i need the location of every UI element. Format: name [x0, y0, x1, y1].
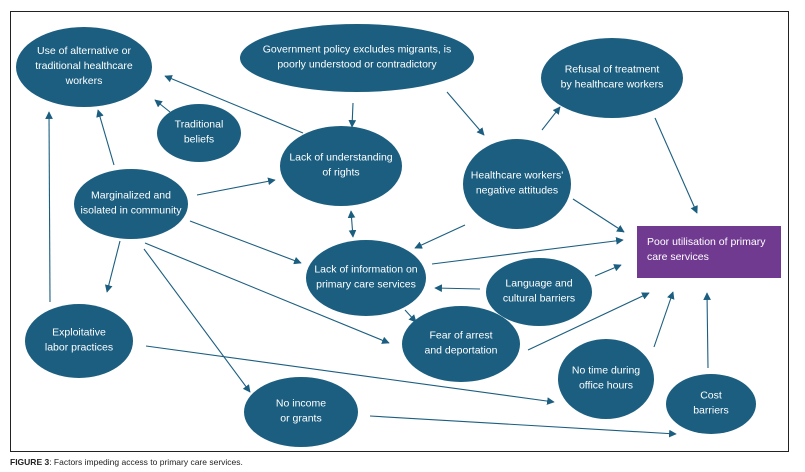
node-label-line: Refusal of treatment	[565, 64, 660, 76]
node-label-line: cultural barriers	[503, 293, 575, 305]
node-traditional-beliefs: Traditional beliefs	[157, 104, 241, 162]
node-label-line: and deportation	[425, 345, 498, 357]
node-ellipse	[240, 24, 474, 92]
outcome-box	[637, 226, 781, 278]
node-label-line: Lack of understanding	[289, 152, 392, 164]
node-label-line: Poor utilisation of primary	[647, 236, 766, 248]
node-ellipse	[280, 126, 402, 206]
node-label-line: by healthcare workers	[561, 79, 664, 91]
node-ellipse	[558, 339, 654, 419]
node-no-time-office-hours: No time during office hours	[558, 339, 654, 419]
edge-lack-of-understanding-rights-to-alternative-healthcare	[164, 75, 304, 134]
edge-exploitative-labor-to-alternative-healthcare	[45, 111, 53, 303]
edge-fear-of-arrest-to-poor-utilisation	[527, 292, 650, 351]
nodes-layer: Use of alternative or traditional healthc…	[16, 24, 781, 447]
node-exploitative-labor: Exploitative labor practices	[25, 304, 133, 378]
node-no-income-grants: No income or grants	[244, 377, 358, 447]
node-lack-of-information: Lack of information on primary care servi…	[306, 240, 426, 316]
node-marginalized-isolated: Marginalized and isolated in community	[74, 169, 188, 239]
edge-marginalized-isolated-to-lack-of-information	[189, 220, 302, 265]
edge-no-income-grants-to-cost-barriers	[369, 415, 677, 438]
node-ellipse	[74, 169, 188, 239]
node-government-policy: Government policy excludes migrants, is p…	[240, 24, 474, 92]
edge-lack-of-information-to-poor-utilisation	[431, 237, 624, 265]
node-label-line: Lack of information on	[314, 264, 417, 276]
edge-marginalized-isolated-to-alternative-healthcare	[96, 109, 115, 166]
edge-language-cultural-barriers-to-poor-utilisation	[594, 264, 622, 277]
node-lack-of-understanding-rights: Lack of understanding of rights	[280, 126, 402, 206]
edge-marginalized-isolated-to-exploitative-labor	[104, 240, 121, 293]
edge-government-policy-to-healthcare-workers-attitudes	[446, 91, 485, 136]
node-healthcare-workers-attitudes: Healthcare workers' negative attitudes	[463, 139, 571, 229]
node-label-line: beliefs	[184, 134, 214, 146]
node-ellipse	[486, 258, 592, 326]
node-label-line: Healthcare workers'	[471, 170, 563, 182]
node-label-line: Government policy excludes migrants, is	[263, 44, 452, 56]
node-label-line: No income	[276, 398, 326, 410]
figure-label: FIGURE 3	[10, 457, 50, 467]
node-ellipse	[157, 104, 241, 162]
edge-lack-of-understanding-rights-to-lack-of-information	[347, 210, 357, 238]
node-language-cultural-barriers: Language and cultural barriers	[486, 258, 592, 326]
diagram-frame	[10, 11, 789, 452]
node-fear-of-arrest: Fear of arrest and deportation	[402, 306, 520, 382]
edge-marginalized-isolated-to-lack-of-understanding-rights	[196, 177, 276, 196]
figure-caption-text: : Factors impeding access to primary car…	[49, 457, 243, 467]
edge-no-time-office-hours-to-poor-utilisation	[653, 291, 675, 348]
node-label-line: workers	[65, 75, 103, 87]
node-label-line: Marginalized and	[91, 190, 171, 202]
node-label-line: poorly understood or contradictory	[277, 59, 437, 71]
node-ellipse	[306, 240, 426, 316]
node-label-line: Cost	[700, 390, 722, 402]
edge-marginalized-isolated-to-no-income-grants	[143, 248, 251, 393]
node-cost-barriers: Cost barriers	[666, 374, 756, 434]
node-refusal-of-treatment: Refusal of treatment by healthcare worker…	[541, 38, 683, 118]
edge-government-policy-to-lack-of-understanding-rights	[348, 102, 357, 128]
node-ellipse	[541, 38, 683, 118]
edge-language-cultural-barriers-to-lack-of-information	[434, 284, 481, 293]
edge-refusal-of-treatment-to-poor-utilisation	[654, 117, 698, 214]
edge-healthcare-workers-attitudes-to-lack-of-information	[414, 224, 466, 249]
node-label-line: No time during	[572, 365, 640, 377]
edges-layer	[45, 75, 711, 438]
node-label-line: Use of alternative or	[37, 45, 131, 57]
edge-traditional-beliefs-to-alternative-healthcare	[154, 99, 171, 113]
node-poor-utilisation: Poor utilisation of primary care services	[637, 226, 781, 278]
edge-marginalized-isolated-to-fear-of-arrest	[144, 242, 390, 344]
node-label-line: Exploitative	[52, 327, 106, 339]
node-label-line: primary care services	[316, 279, 416, 291]
edge-healthcare-workers-attitudes-to-refusal-of-treatment	[541, 106, 561, 131]
node-label-line: office hours	[579, 380, 633, 392]
node-label-line: isolated in community	[81, 205, 183, 217]
node-ellipse	[25, 304, 133, 378]
node-ellipse	[463, 139, 571, 229]
node-label-line: barriers	[693, 405, 729, 417]
figure-caption: FIGURE 3: Factors impeding access to pri…	[10, 457, 243, 467]
node-ellipse	[402, 306, 520, 382]
node-ellipse	[666, 374, 756, 434]
node-label-line: labor practices	[45, 342, 113, 354]
node-label-line: care services	[647, 251, 709, 263]
node-label-line: Fear of arrest	[429, 330, 492, 342]
node-label-line: negative attitudes	[476, 185, 558, 197]
node-label-line: Language and	[505, 278, 572, 290]
node-ellipse	[244, 377, 358, 447]
node-label-line: traditional healthcare	[35, 60, 133, 72]
node-label-line: Traditional	[175, 119, 224, 131]
node-label-line: or grants	[280, 413, 321, 425]
edge-cost-barriers-to-poor-utilisation	[703, 292, 711, 369]
edge-healthcare-workers-attitudes-to-poor-utilisation	[572, 198, 625, 233]
node-ellipse	[16, 27, 152, 107]
node-alternative-healthcare: Use of alternative or traditional healthc…	[16, 27, 152, 107]
node-label-line: of rights	[322, 167, 359, 179]
edge-lack-of-information-to-fear-of-arrest	[404, 309, 417, 323]
edge-exploitative-labor-to-no-time-office-hours	[145, 345, 555, 405]
